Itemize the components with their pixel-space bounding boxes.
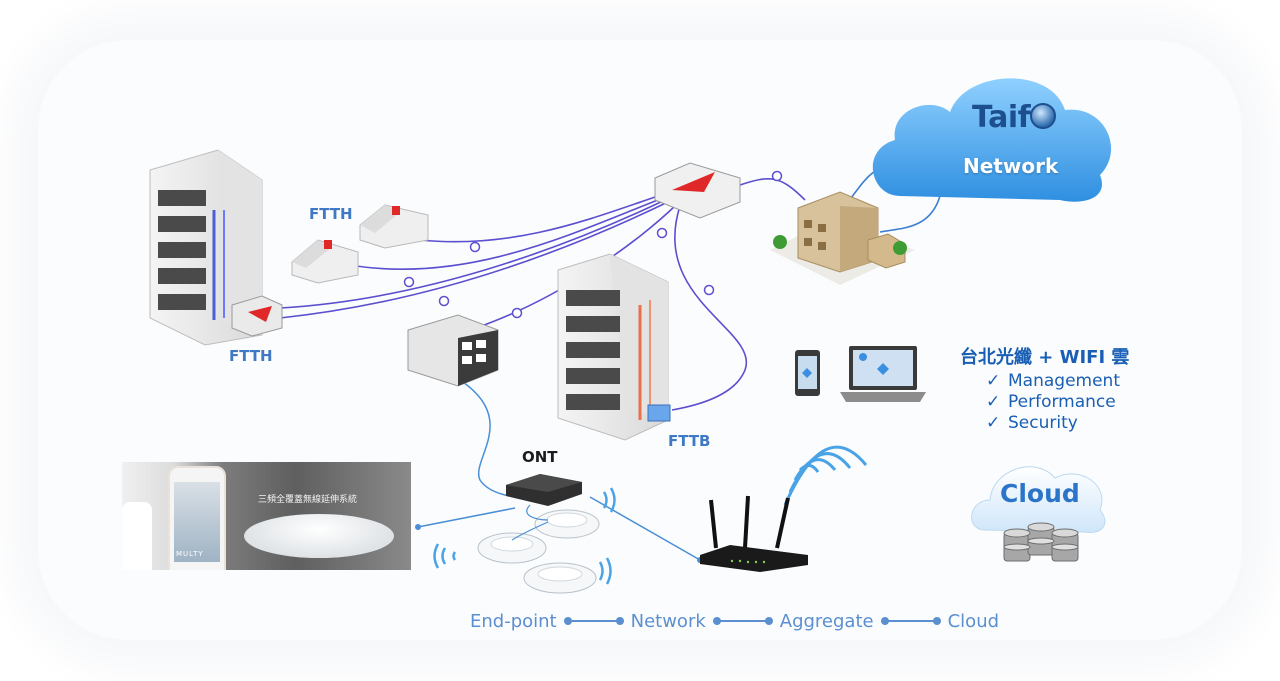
- brand-label: MULTY: [176, 550, 204, 558]
- taifo-network-cloud-icon: [872, 78, 1112, 202]
- laptop-icon: [840, 346, 926, 402]
- globe-icon: [1030, 103, 1057, 129]
- network-cloud-label: Network: [963, 154, 1059, 178]
- ftth-top-label: FTTH: [309, 205, 353, 223]
- feature-label: Security: [1008, 413, 1078, 433]
- flow-connector: [880, 617, 941, 625]
- mesh-pod-image: [244, 514, 394, 558]
- phone-image: MULTY: [168, 466, 226, 570]
- feature-label: Performance: [1008, 392, 1116, 412]
- feature-item-security: ✓ Security: [960, 413, 1129, 434]
- wifi-waves-left-icon: [433, 543, 457, 569]
- flow-step-network: Network: [630, 610, 706, 632]
- ftth-terminal-left-icon: [231, 295, 283, 337]
- feature-item-management: ✓ Management: [960, 371, 1129, 392]
- ont-label: ONT: [522, 448, 558, 466]
- product-photo: MULTY 三頻全覆蓋無線延伸系統: [122, 462, 411, 570]
- campus-building-icon: [770, 191, 915, 285]
- wifi-waves-router-icon: [783, 445, 868, 506]
- fiber-splice-points: [403, 170, 783, 319]
- photo-caption: 三頻全覆蓋無線延伸系統: [258, 495, 358, 505]
- vase-decor: [122, 502, 152, 570]
- cloud-storage-icon: [971, 466, 1106, 534]
- feature-item-performance: ✓ Performance: [960, 392, 1129, 413]
- wifi-router-icon: [700, 495, 808, 572]
- check-icon: ✓: [986, 371, 1001, 391]
- access-point-3-icon: [523, 562, 597, 594]
- flow-step-endpoint: End-point: [470, 610, 557, 632]
- house-left-icon: [291, 239, 359, 284]
- taifo-logo: Taif: [972, 100, 1057, 135]
- smartphone-icon: [795, 350, 820, 396]
- building-mid-icon: [557, 253, 671, 441]
- phone-screen: [174, 482, 220, 562]
- feature-label: Management: [1008, 371, 1120, 391]
- building-left-icon: [149, 149, 263, 346]
- access-point-2-icon: [477, 532, 547, 564]
- flow-connector: [712, 617, 773, 625]
- flow-step-cloud: Cloud: [947, 610, 1000, 632]
- wifi-waves-right-icon: [598, 487, 616, 585]
- check-icon: ✓: [986, 413, 1001, 433]
- access-point-1-icon: [534, 509, 600, 539]
- server-rack-icon: [407, 314, 499, 387]
- flow-bar: End-point Network Aggregate Cloud: [470, 608, 999, 634]
- house-top-icon: [359, 204, 429, 249]
- flow-step-aggregate: Aggregate: [779, 610, 874, 632]
- database-icon: [1003, 522, 1079, 562]
- features-title: 台北光纖 + WIFI 雲: [960, 347, 1130, 368]
- fttb-label: FTTB: [668, 432, 711, 450]
- ftth-left-label: FTTH: [229, 347, 273, 365]
- flow-connector: [563, 617, 624, 625]
- olt-device-icon: [654, 162, 741, 219]
- check-icon: ✓: [986, 392, 1001, 412]
- ont-device-icon: [506, 474, 582, 506]
- cloud-storage-label: Cloud: [1000, 479, 1080, 508]
- taifo-logo-text: Taif: [972, 100, 1031, 135]
- features-panel: 台北光纖 + WIFI 雲 ✓ Management ✓ Performance ✓…: [960, 343, 1129, 434]
- fiber-lines: [279, 178, 806, 411]
